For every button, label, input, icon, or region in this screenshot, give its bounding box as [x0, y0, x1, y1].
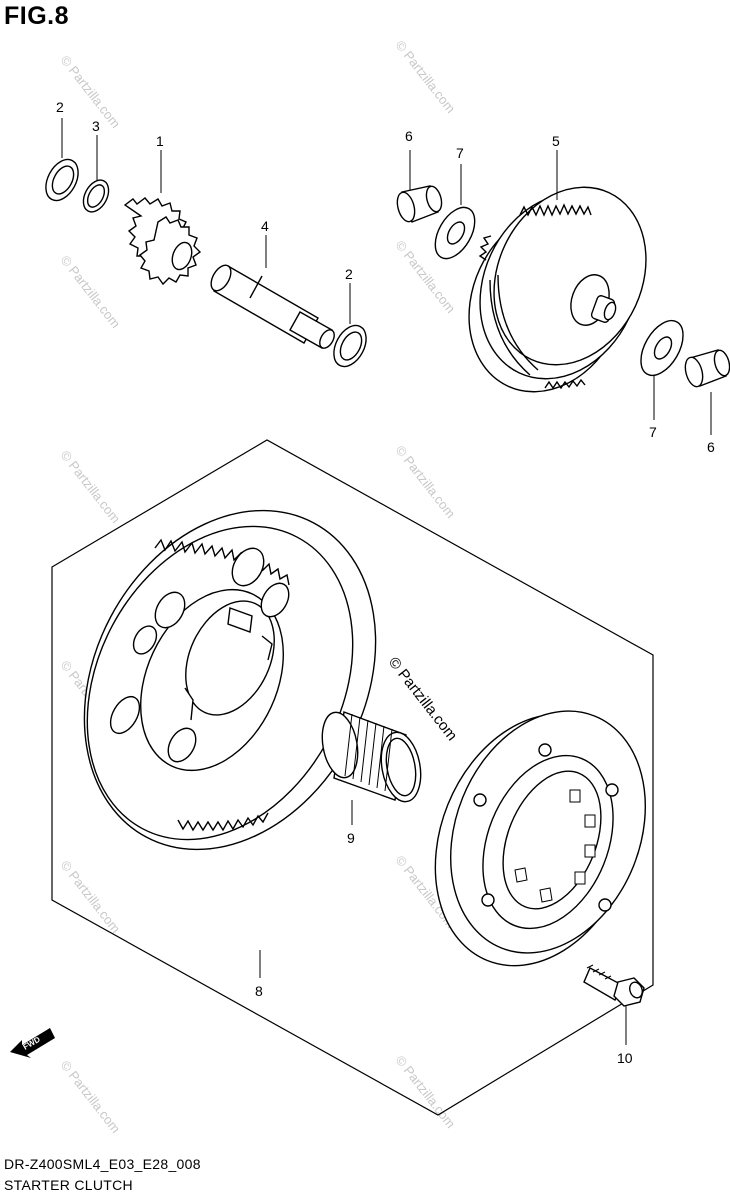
callout-10: 10 — [617, 1050, 633, 1066]
watermark: © Partzilla.com — [393, 443, 459, 521]
part-4-idle-shaft — [210, 264, 335, 349]
part-1-idle-gear — [123, 197, 202, 286]
watermark: © Partzilla.com — [58, 253, 124, 331]
part-5-starter-driven-gear — [468, 186, 647, 393]
callout-3: 3 — [92, 118, 100, 134]
fwd-arrow-icon: FWD — [10, 1028, 55, 1058]
watermark: © Partzilla.com — [58, 448, 124, 526]
part-2-washer-left — [45, 158, 79, 202]
callout-7: 7 — [456, 145, 464, 161]
watermark-center: © Partzilla.com — [385, 654, 461, 744]
callout-4: 4 — [261, 218, 269, 234]
callout-9: 9 — [347, 830, 355, 846]
callout-2: 2 — [345, 266, 353, 282]
part-8-one-way-clutch — [434, 710, 647, 967]
part-3-circlip — [82, 179, 110, 213]
callout-5: 5 — [552, 133, 560, 149]
part-9-needle-bearing — [321, 711, 422, 803]
callout-6: 6 — [405, 128, 413, 144]
watermark: © Partzilla.com — [393, 38, 459, 116]
watermark: © Partzilla.com — [58, 858, 124, 936]
part-7-washer-upper — [434, 206, 476, 260]
callout-1: 1 — [156, 133, 164, 149]
part-8-starter-gear — [83, 509, 377, 851]
watermark: © Partzilla.com — [393, 1053, 459, 1131]
watermark: © Partzilla.com — [58, 1058, 124, 1136]
watermark: © Partzilla.com — [58, 53, 124, 131]
part-6-bushing-upper — [396, 185, 443, 223]
diagram-title: STARTER CLUTCH — [4, 1177, 133, 1193]
part-10-bolt — [583, 964, 645, 1007]
callout-7: 7 — [649, 424, 657, 440]
figure-label: FIG.8 — [4, 2, 70, 30]
callout-6: 6 — [707, 439, 715, 455]
assembly-8-outline — [51, 439, 654, 1116]
part-2-washer-center — [333, 324, 367, 368]
callout-8: 8 — [255, 983, 263, 999]
part-7-washer-lower — [640, 319, 684, 377]
part-6-bushing-lower — [684, 349, 730, 388]
diagram-code: DR-Z400SML4_E03_E28_008 — [4, 1156, 201, 1172]
callout-2: 2 — [56, 99, 64, 115]
